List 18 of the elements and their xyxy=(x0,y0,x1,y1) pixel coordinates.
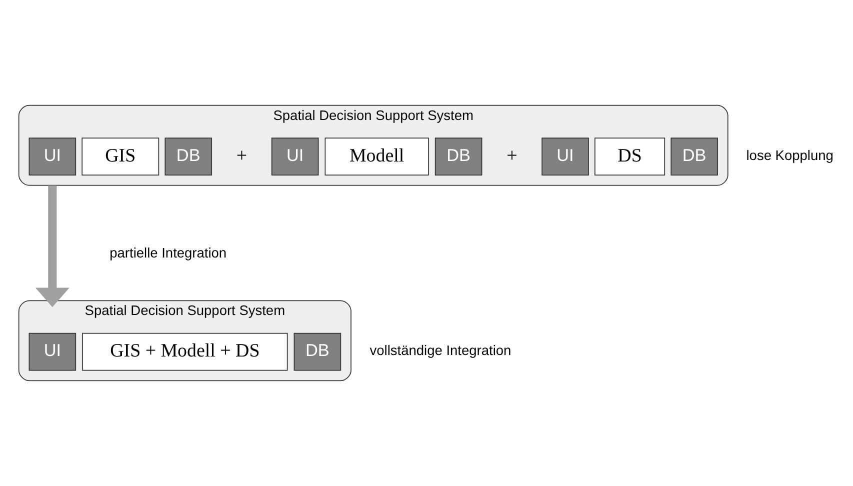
arrow xyxy=(35,185,70,308)
node-box: DB xyxy=(164,138,212,176)
node-box: DB xyxy=(670,138,718,176)
node-box: Modell xyxy=(324,138,429,176)
node-box: GIS + Modell + DS xyxy=(82,332,288,371)
label: + xyxy=(236,145,248,166)
node-box: UI xyxy=(271,138,319,176)
label: + xyxy=(506,145,518,166)
node-label: vollständige Integration xyxy=(370,343,512,358)
node-box: DS xyxy=(594,138,666,176)
edge-label: partielle Integration xyxy=(110,245,227,260)
node-box: DB xyxy=(294,332,342,371)
node-box: UI xyxy=(542,138,589,176)
node-box: UI xyxy=(28,138,76,176)
node-label: lose Kopplung xyxy=(746,148,834,163)
node-box: GIS xyxy=(82,138,160,176)
node-box: DB xyxy=(434,138,482,176)
node-box: UI xyxy=(28,332,76,371)
